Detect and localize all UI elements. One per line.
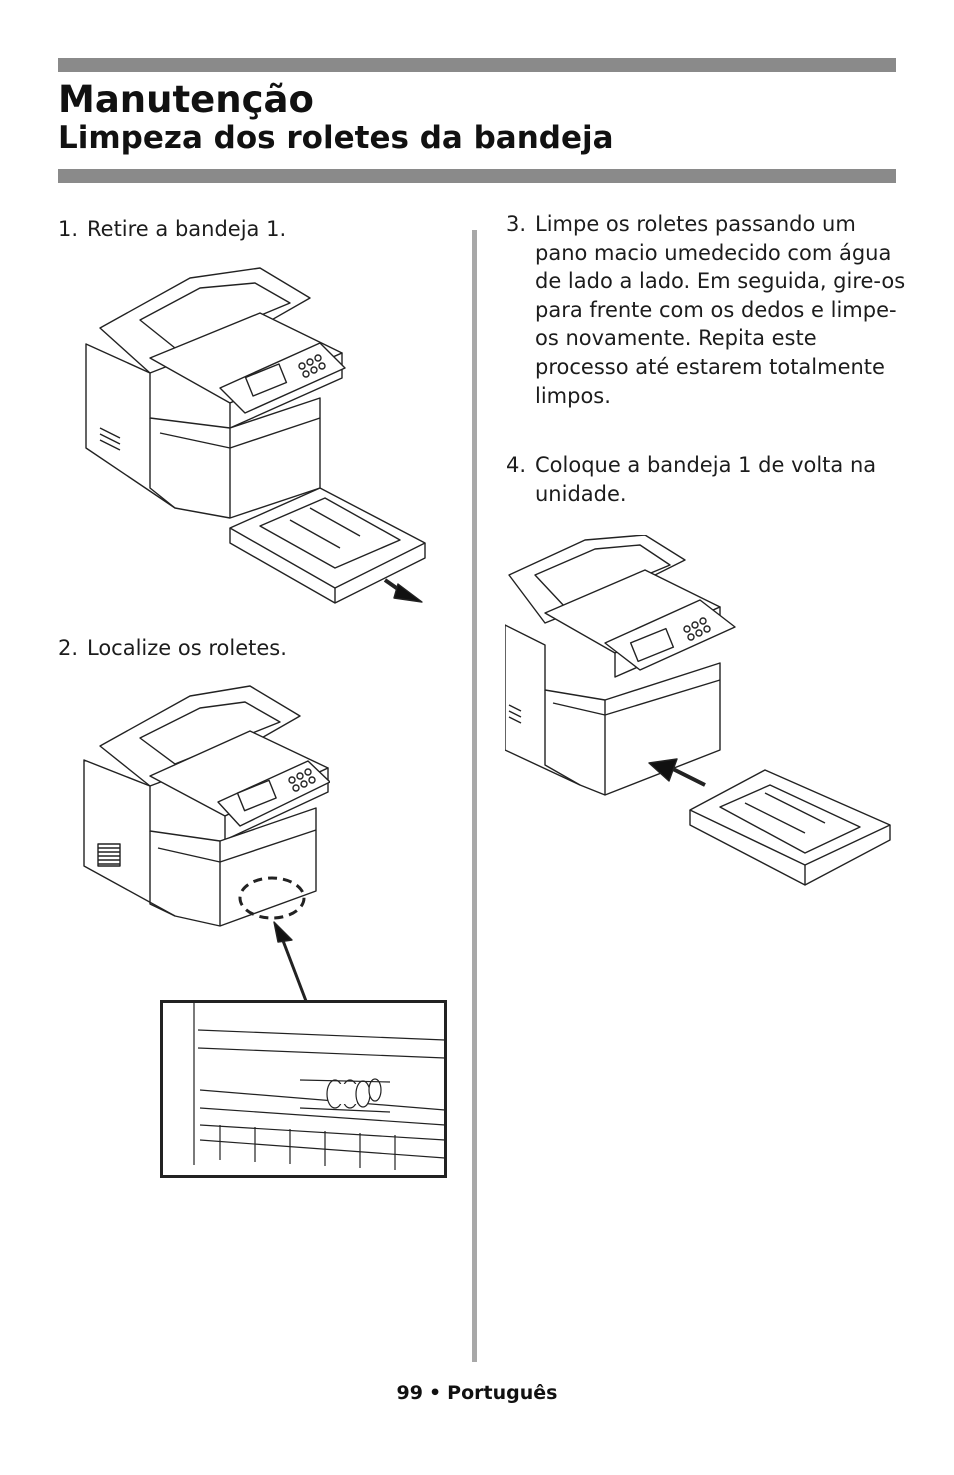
step-3-text: Limpe os roletes passando um pano macio … — [535, 212, 906, 408]
step-4: 4. Coloque a bandeja 1 de volta na unida… — [506, 451, 906, 508]
column-divider — [472, 230, 477, 1362]
page-title: Manutenção — [58, 78, 314, 121]
step-4-number: 4. — [506, 453, 527, 477]
step-3: 3. Limpe os roletes passando um pano mac… — [506, 210, 906, 410]
footer-separator: • — [429, 1382, 442, 1404]
roller-detail-inset — [160, 1000, 447, 1178]
header-top-rule — [58, 58, 896, 72]
printer-tray-insert-illustration — [505, 535, 895, 890]
step-2-number: 2. — [58, 636, 79, 660]
step-1-text: Retire a bandeja 1. — [87, 217, 287, 241]
step-4-text: Coloque a bandeja 1 de volta na unidade. — [535, 453, 877, 506]
step-2-text: Localize os roletes. — [87, 636, 287, 660]
step-1: 1. Retire a bandeja 1. — [58, 215, 458, 244]
page-footer: 99 •Português — [0, 1382, 954, 1404]
step-1-number: 1. — [58, 217, 79, 241]
step-2: 2. Localize os roletes. — [58, 634, 458, 663]
header-bottom-rule — [58, 169, 896, 183]
section-subtitle: Limpeza dos roletes da bandeja — [58, 120, 614, 156]
printer-rollers-location-illustration — [80, 676, 330, 1006]
footer-language: Português — [447, 1382, 558, 1404]
step-3-number: 3. — [506, 212, 527, 236]
page-number: 99 — [396, 1382, 423, 1404]
printer-tray-removed-illustration — [80, 258, 430, 610]
